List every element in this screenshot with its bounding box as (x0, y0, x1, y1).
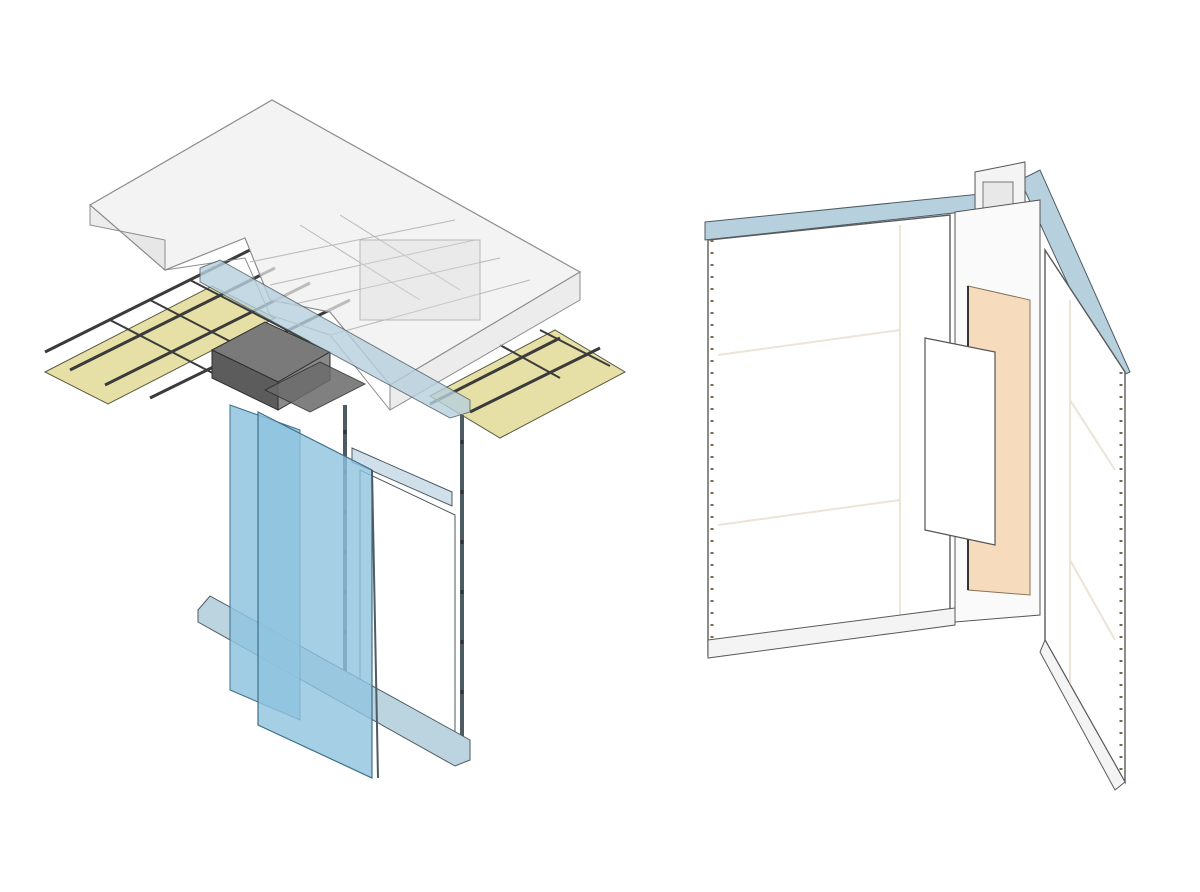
slab-right-face (389, 271, 581, 411)
ceiling-tile-grid (43, 248, 627, 439)
slab-top-face (88, 99, 582, 386)
corner-wall-left-face (707, 214, 951, 656)
slab-internal-beams (249, 214, 531, 336)
glass-panel-edge (371, 469, 379, 779)
corner-wall-left-battens (717, 225, 901, 622)
duct-box-group (210, 321, 367, 413)
glass-panel-front (257, 411, 373, 779)
noggin-bar (351, 447, 453, 507)
right-corner-wall (704, 161, 1131, 791)
access-panel (924, 337, 996, 546)
concrete-slab (88, 99, 582, 411)
corner-floor-track-right (1039, 638, 1126, 791)
corner-wall-right-face (1044, 247, 1126, 785)
left-exploded-assembly (43, 99, 627, 779)
corner-wall-right-battens (1069, 300, 1116, 690)
head-track (199, 259, 471, 419)
duct-box-lower (263, 361, 367, 413)
corner-floor-track-left (707, 607, 956, 659)
grid-main-rails (44, 248, 601, 414)
glazing-panels (229, 404, 379, 779)
slab-front-face (89, 203, 166, 272)
